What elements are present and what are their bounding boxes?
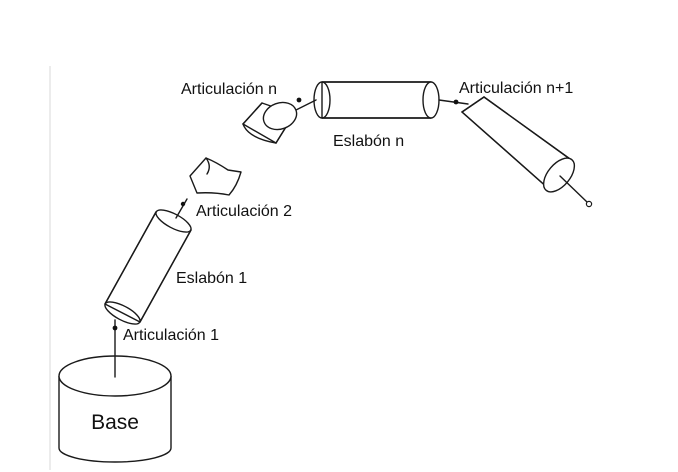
joint-n1-dot — [453, 99, 459, 105]
joint-n-connector — [295, 97, 317, 111]
label-eslabon-n: Eslabón n — [333, 133, 404, 150]
link-n1-cylinder — [461, 96, 576, 193]
link-n-cylinder — [313, 81, 440, 119]
end-effector-tip — [585, 200, 593, 208]
label-eslabon-1: Eslabón 1 — [176, 270, 247, 287]
joint-2 — [175, 198, 188, 219]
end-effector — [559, 175, 593, 208]
label-articulacion-n1: Articulación n+1 — [459, 80, 573, 97]
label-articulacion-1: Articulación 1 — [123, 327, 219, 344]
label-articulacion-2: Articulación 2 — [196, 203, 292, 220]
joint-n-dot — [296, 97, 302, 103]
joint-1 — [112, 319, 118, 378]
joint-n-cylinder — [242, 101, 298, 144]
joint-n1-connector — [438, 99, 469, 105]
label-articulacion-n: Articulación n — [181, 81, 277, 98]
link-1-cylinder — [104, 209, 192, 325]
joint-2-dot — [180, 201, 186, 207]
base-label: Base — [91, 411, 139, 434]
joint-1-dot — [112, 325, 118, 331]
joint-2-segment — [189, 157, 242, 196]
